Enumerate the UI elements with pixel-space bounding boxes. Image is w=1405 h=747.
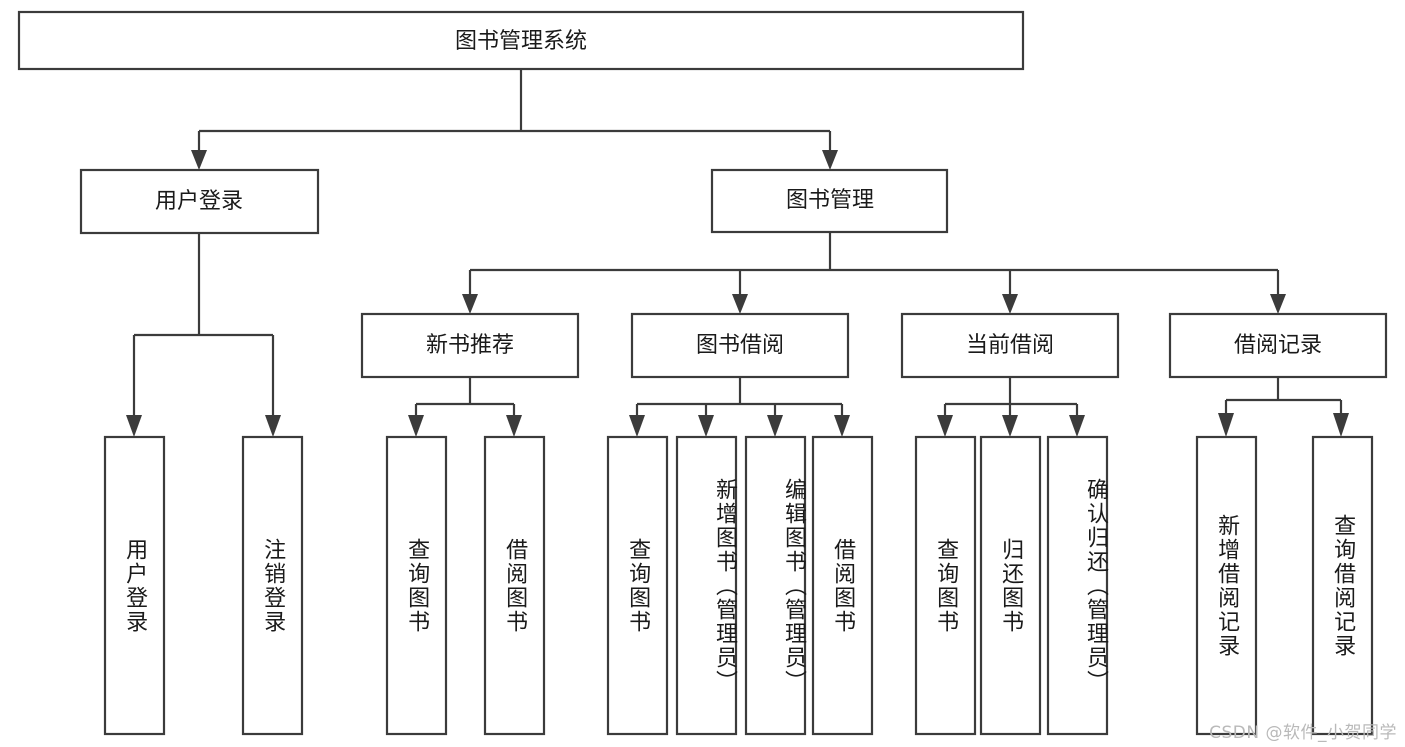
node-current-borrow[interactable]: 当前借阅 — [900, 312, 1120, 379]
node-root[interactable]: 图书管理系统 — [17, 10, 1025, 71]
arrowhead-bb-leaf3 — [767, 415, 783, 437]
leaf-rect-borrow-record-0[interactable] — [1195, 435, 1258, 736]
node-root-label: 图书管理系统 — [455, 29, 587, 54]
node-user-login[interactable]: 用户登录 — [79, 168, 320, 235]
arrowhead-nb-leaf1 — [408, 415, 424, 437]
node-new-book-recommend-rect[interactable] — [360, 312, 580, 379]
arrowhead-current-borrow — [1002, 294, 1018, 314]
leaf-rect-book-borrow-1[interactable] — [675, 435, 738, 736]
arrowhead-bb-leaf2 — [698, 415, 714, 437]
arrowhead-user-login — [191, 150, 207, 170]
leaf-rect-user-login-1[interactable] — [241, 435, 304, 736]
leaf-rect-borrow-record-1[interactable] — [1311, 435, 1374, 736]
leaf-rect-book-borrow-2[interactable] — [744, 435, 807, 736]
node-borrow-record-label: 借阅记录 — [1234, 333, 1322, 358]
arrowhead-new-book — [462, 294, 478, 314]
node-current-borrow-rect[interactable] — [900, 312, 1120, 379]
arrowhead-cb-leaf2 — [1002, 415, 1018, 437]
csdn-watermark: CSDN @软件_小贺同学 — [1209, 723, 1397, 743]
arrowhead-br-leaf2 — [1333, 413, 1349, 437]
leaf-rect-new-book-0[interactable] — [385, 435, 448, 736]
leaf-rect-user-login-0[interactable] — [103, 435, 166, 736]
node-borrow-record-rect[interactable] — [1168, 312, 1388, 379]
node-borrow-record[interactable]: 借阅记录 — [1168, 312, 1388, 379]
node-book-manage-label: 图书管理 — [786, 188, 874, 213]
arrowhead-bb-leaf4 — [834, 415, 850, 437]
arrowhead-book-manage — [822, 150, 838, 170]
node-new-book-recommend-label: 新书推荐 — [426, 333, 514, 358]
arrowhead-nb-leaf2 — [506, 415, 522, 437]
leaf-rect-current-borrow-1[interactable] — [979, 435, 1042, 736]
arrowhead-leaf-user-login — [126, 415, 142, 437]
node-book-borrow-label: 图书借阅 — [696, 333, 784, 358]
arrowhead-cb-leaf1 — [937, 415, 953, 437]
arrowhead-borrow-record — [1270, 294, 1286, 314]
arrowhead-cb-leaf3 — [1069, 415, 1085, 437]
node-current-borrow-label: 当前借阅 — [966, 333, 1054, 358]
leaf-rect-current-borrow-0[interactable] — [914, 435, 977, 736]
node-book-manage[interactable]: 图书管理 — [710, 168, 949, 234]
node-book-borrow[interactable]: 图书借阅 — [630, 312, 850, 379]
arrowhead-book-borrow — [732, 294, 748, 314]
leaf-rect-book-borrow-3[interactable] — [811, 435, 874, 736]
node-user-login-label: 用户登录 — [155, 189, 243, 214]
leaf-rect-current-borrow-2[interactable] — [1046, 435, 1109, 736]
leaf-rect-new-book-1[interactable] — [483, 435, 546, 736]
node-root-rect[interactable] — [17, 10, 1025, 71]
connector-group — [126, 69, 1349, 437]
arrowhead-br-leaf1 — [1218, 413, 1234, 437]
node-user-login-rect[interactable] — [79, 168, 320, 235]
node-new-book-recommend[interactable]: 新书推荐 — [360, 312, 580, 379]
leaf-rect-book-borrow-0[interactable] — [606, 435, 669, 736]
node-book-manage-rect[interactable] — [710, 168, 949, 234]
arrowhead-leaf-logout — [265, 415, 281, 437]
node-book-borrow-rect[interactable] — [630, 312, 850, 379]
arrowhead-bb-leaf1 — [629, 415, 645, 437]
